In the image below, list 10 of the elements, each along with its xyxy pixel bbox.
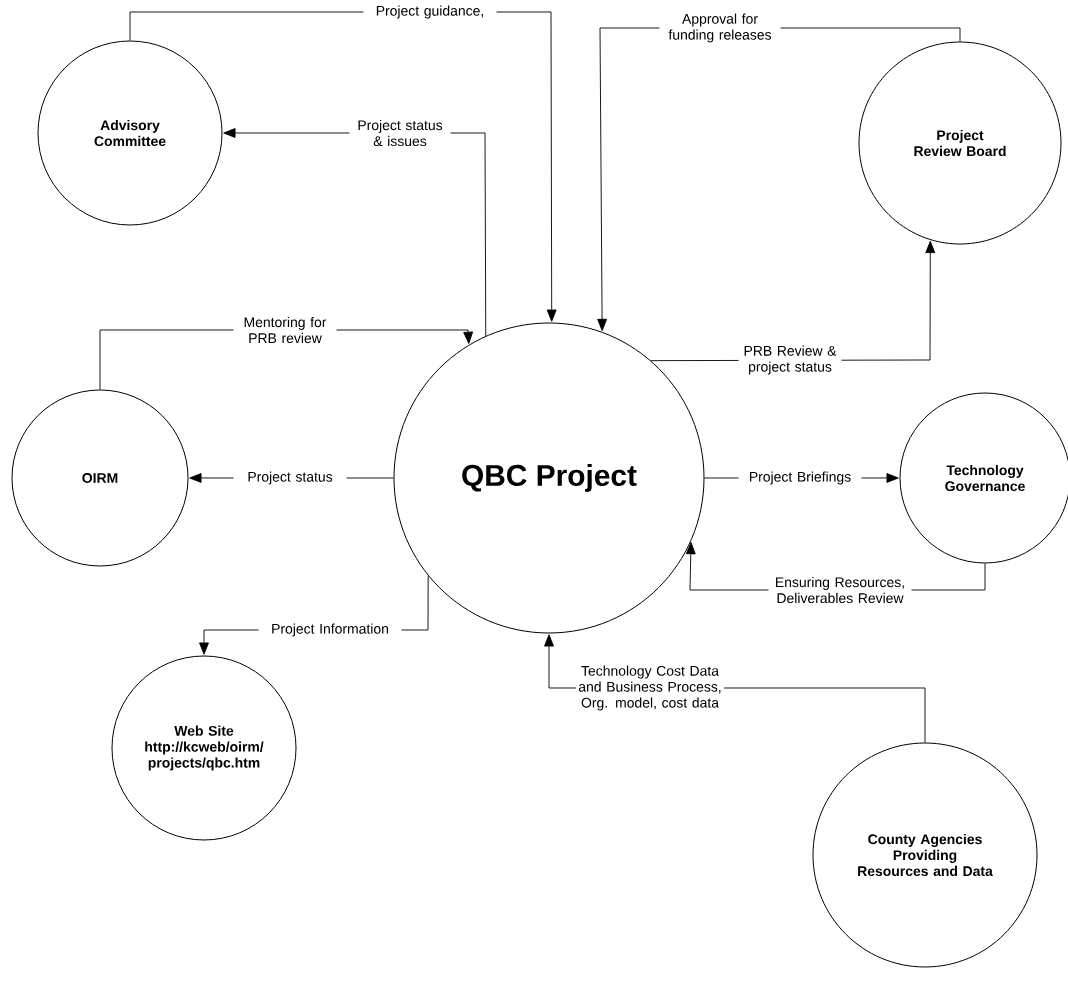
edge-label: Project Information bbox=[258, 622, 402, 638]
edge-label: Project status & issues bbox=[349, 118, 451, 148]
edge-label: Approval for funding releases bbox=[659, 12, 781, 44]
edge-label: Technology Cost Data and Business Process, Org. model, cost data bbox=[576, 664, 724, 712]
edge-label: Ensuring Resources, Deliverables Review bbox=[768, 575, 912, 605]
edge-label: Mentoring for PRB review bbox=[233, 315, 337, 345]
edge-label: PRB Review & project status bbox=[738, 344, 842, 376]
edge-label: Project Briefings bbox=[738, 470, 862, 486]
edge-label: Project guidance, bbox=[363, 4, 497, 20]
edge-label: Project status bbox=[233, 470, 347, 486]
